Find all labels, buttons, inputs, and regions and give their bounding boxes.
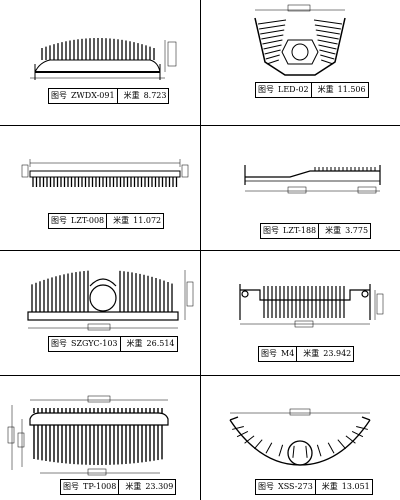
fin — [244, 435, 255, 444]
fin — [327, 442, 335, 454]
weight-label: 米重 — [125, 482, 142, 491]
fin — [316, 444, 322, 457]
model-value: TP-1008 — [83, 482, 117, 491]
heatsink-drawing-zwdx-091 — [30, 38, 177, 80]
fin — [259, 24, 286, 30]
fin — [320, 54, 335, 60]
fin — [315, 29, 340, 35]
heatsink-drawing-lzt-188 — [244, 165, 381, 194]
weight-value: 11.506 — [337, 85, 366, 94]
fin — [345, 435, 356, 444]
heatsink-drawing-lzt-008 — [21, 159, 189, 187]
profile-label: 图号 XSS-273 米重 13.051 — [255, 479, 373, 495]
fin — [317, 39, 338, 45]
fin — [337, 439, 347, 450]
heatsink-drawing-tp-1008 — [7, 395, 169, 476]
weight-label: 米重 — [325, 226, 342, 235]
fin — [321, 59, 334, 65]
fig-no-label: 图号 — [261, 349, 277, 358]
fin — [232, 425, 244, 430]
heatsink-drawing-xss-273 — [229, 408, 371, 466]
model-value: LZT-008 — [71, 216, 105, 225]
weight-label: 米重 — [113, 216, 130, 225]
weight-label: 米重 — [123, 91, 140, 100]
profile-label: 图号 LED-02 米重 11.506 — [255, 82, 369, 98]
fin — [265, 442, 273, 454]
fin — [278, 444, 284, 457]
fig-no-label: 图号 — [258, 482, 274, 491]
profile-label: 图号 M4 米重 23.942 — [258, 346, 355, 362]
weight-value: 26.514 — [146, 339, 175, 348]
profile-cell-lzt-188: 图号 LZT-188 米重 3.775 — [200, 125, 400, 250]
fig-no-label: 图号 — [51, 216, 67, 225]
profile-label: 图号 TP-1008 米重 23.309 — [60, 479, 177, 495]
profile-label: 图号 LZT-008 米重 11.072 — [48, 213, 165, 229]
weight-value: 23.309 — [145, 482, 174, 491]
profile-cell-m4: 图号 M4 米重 23.942 — [200, 250, 400, 375]
horizontal-divider-2 — [0, 250, 400, 251]
fig-no-label: 图号 — [51, 339, 67, 348]
fin — [260, 29, 285, 35]
heatsink-drawing-m4 — [239, 284, 384, 328]
fin — [263, 44, 282, 50]
fin — [351, 430, 364, 438]
model-value: XSS-273 — [278, 482, 313, 491]
fin — [313, 19, 343, 25]
fin — [257, 19, 287, 25]
model-value: ZWDX-091 — [71, 91, 115, 100]
model-value: LZT-188 — [283, 226, 317, 235]
profile-cell-led-02: 图号 LED-02 米重 11.506 — [200, 0, 400, 125]
model-value: M4 — [281, 349, 295, 358]
weight-label: 米重 — [317, 85, 334, 94]
profile-label: 图号 LZT-188 米重 3.775 — [260, 223, 372, 239]
profile-cell-lzt-008: 图号 LZT-008 米重 11.072 — [0, 125, 200, 250]
fig-no-label: 图号 — [258, 85, 274, 94]
weight-value: 8.723 — [143, 91, 167, 100]
weight-value: 13.051 — [341, 482, 370, 491]
weight-label: 米重 — [126, 339, 143, 348]
fin — [356, 425, 368, 430]
profile-cell-xss-273: 图号 XSS-273 米重 13.051 — [200, 375, 400, 500]
fin — [261, 34, 284, 40]
profile-cell-szgyc-103: 图号 SZGYC-103 米重 26.514 — [0, 250, 200, 375]
horizontal-divider-1 — [0, 125, 400, 126]
fin — [314, 24, 341, 30]
fin — [264, 49, 281, 55]
model-value: LED-02 — [278, 85, 309, 94]
weight-label: 米重 — [303, 349, 320, 358]
weight-label: 米重 — [321, 482, 338, 491]
fin — [253, 439, 263, 450]
weight-value: 11.072 — [133, 216, 162, 225]
weight-value: 23.942 — [323, 349, 352, 358]
fin — [305, 445, 308, 458]
fin — [318, 44, 337, 50]
fin — [265, 54, 280, 60]
fig-no-label: 图号 — [51, 91, 67, 100]
heatsink-drawing-szgyc-103 — [27, 270, 194, 331]
fin — [236, 430, 249, 438]
fin — [262, 39, 283, 45]
fig-no-label: 图号 — [63, 482, 79, 491]
profile-label: 图号 ZWDX-091 米重 8.723 — [48, 88, 170, 104]
fin — [319, 49, 336, 55]
weight-value: 3.775 — [345, 226, 369, 235]
fin — [292, 445, 295, 458]
heatsink-drawing-led-02 — [254, 4, 346, 76]
profile-cell-zwdx-091: 图号 ZWDX-091 米重 8.723 — [0, 0, 200, 125]
fin — [316, 34, 339, 40]
profile-label: 图号 SZGYC-103 米重 26.514 — [48, 336, 178, 352]
model-value: SZGYC-103 — [71, 339, 118, 348]
profile-cell-tp-1008: 图号 TP-1008 米重 23.309 — [0, 375, 200, 500]
horizontal-divider-3 — [0, 375, 400, 376]
fin — [266, 59, 279, 65]
fig-no-label: 图号 — [263, 226, 279, 235]
